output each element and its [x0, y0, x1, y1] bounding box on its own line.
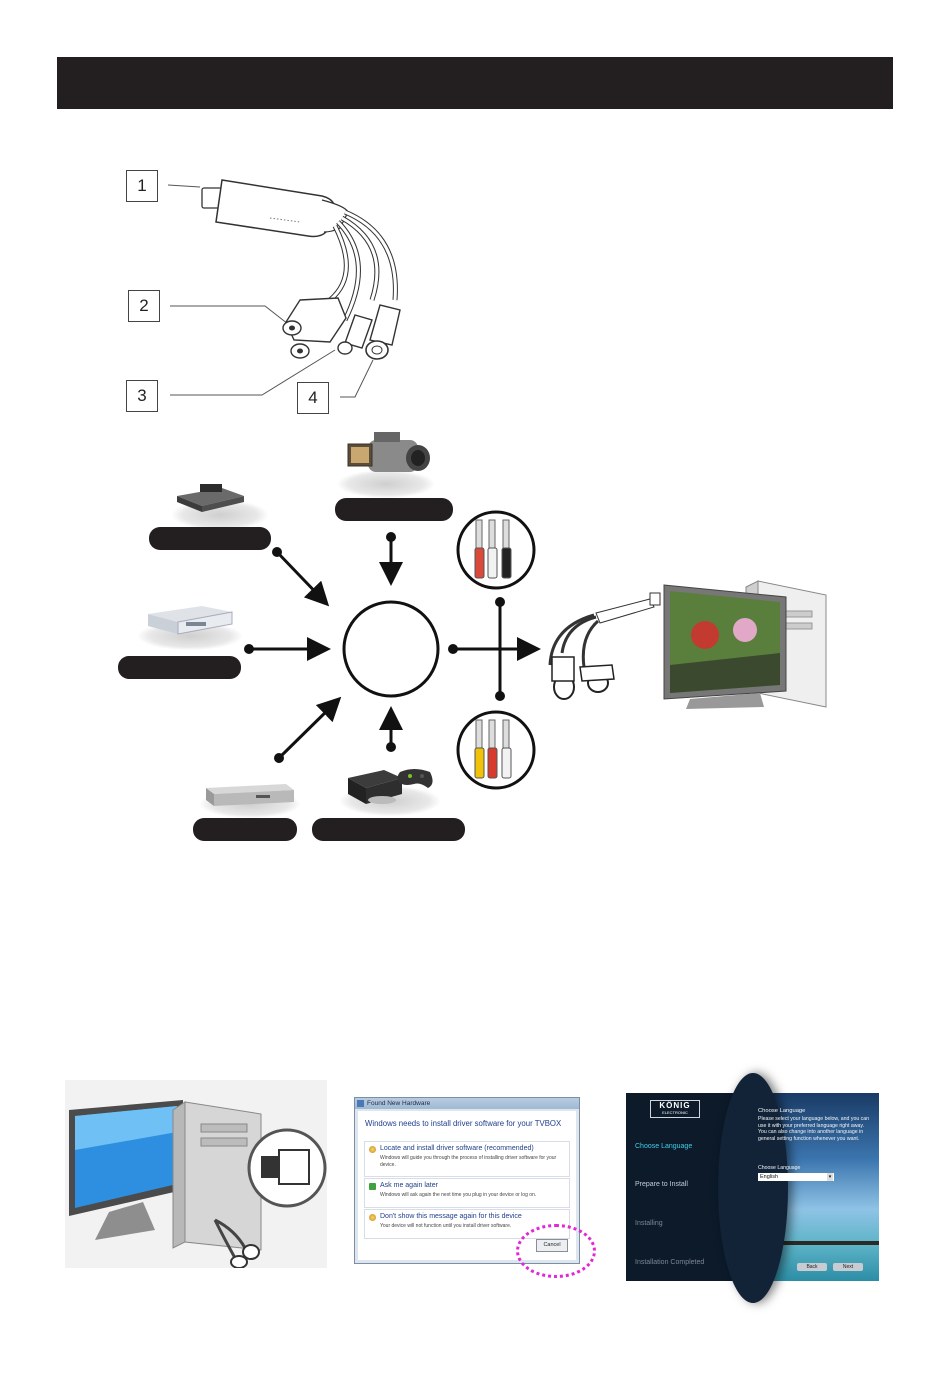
set-top-box-icon: [206, 784, 294, 806]
language-select[interactable]: English ▾: [758, 1173, 834, 1181]
option-desc: Your device will not function until you …: [380, 1223, 512, 1229]
game-console-label: [312, 818, 465, 841]
dialog-title: Found New Hardware: [367, 1100, 431, 1107]
selected-language: English: [760, 1174, 779, 1180]
step-installing[interactable]: Installing: [635, 1220, 663, 1227]
next-button[interactable]: Next: [833, 1263, 863, 1271]
callout-4: 4: [297, 382, 329, 414]
game-console-icon: [348, 769, 433, 804]
camcorder-icon: [347, 432, 430, 472]
installer-heading: Choose Language: [758, 1108, 806, 1114]
connection-diagram: [244, 510, 541, 790]
dialog-titlebar: Found New Hardware: [355, 1098, 579, 1109]
step-prepare-install[interactable]: Prepare to Install: [635, 1181, 688, 1188]
shield-icon: [369, 1146, 376, 1153]
dvd-player-icon: [148, 606, 233, 635]
option-desc: Windows will guide you through the proce…: [380, 1155, 557, 1168]
step-installation-completed[interactable]: Installation Completed: [635, 1259, 705, 1266]
installer-instructions: Please select your language below, and y…: [758, 1116, 870, 1142]
dvd-player-label: [118, 656, 241, 679]
found-new-hardware-dialog: Found New Hardware Windows needs to inst…: [354, 1097, 580, 1264]
installer-sidebar-arc: [718, 1073, 788, 1303]
option-locate-install[interactable]: Locate and install driver software (reco…: [364, 1141, 570, 1177]
camcorder-shadow: [338, 470, 434, 498]
option-ask-later[interactable]: Ask me again later Windows will ask agai…: [364, 1178, 570, 1208]
language-select-label: Choose Language: [758, 1165, 801, 1171]
hardware-icon: [357, 1100, 364, 1107]
konig-logo: KÖNIG ELECTRONIC: [650, 1100, 700, 1118]
shield-icon: [369, 1214, 376, 1221]
step-choose-language[interactable]: Choose Language: [635, 1143, 693, 1150]
installer-window: KÖNIG ELECTRONIC Choose Language Prepare…: [626, 1073, 879, 1303]
option-title: Ask me again later: [380, 1182, 438, 1189]
vcr-label: [149, 527, 271, 550]
usb-capture-cable-illustration: [167, 179, 401, 398]
cancel-highlight-ring: [516, 1224, 596, 1278]
dialog-heading: Windows needs to install driver software…: [365, 1119, 562, 1128]
section-header-bar: [57, 57, 893, 109]
pc-with-capture-cable-illustration: [548, 580, 827, 709]
option-desc: Windows will ask again the next time you…: [380, 1192, 537, 1198]
set-top-box-label: [193, 818, 297, 841]
pier-graphic: [748, 1241, 879, 1245]
back-button[interactable]: Back: [797, 1263, 827, 1271]
arrow-right-icon: [369, 1183, 376, 1190]
callout-3: 3: [126, 380, 158, 412]
callout-2: 2: [128, 290, 160, 322]
camcorder-label: [335, 498, 453, 521]
dialog-body: Windows needs to install driver software…: [358, 1111, 576, 1260]
pc-usb-connection-illustration: [65, 1080, 327, 1268]
chevron-down-icon: ▾: [827, 1173, 833, 1181]
option-dont-show[interactable]: Don't show this message again for this d…: [364, 1209, 570, 1239]
option-title: Locate and install driver software (reco…: [380, 1145, 534, 1152]
option-title: Don't show this message again for this d…: [380, 1213, 522, 1220]
callout-1: 1: [126, 170, 158, 202]
vcr-icon: [177, 484, 244, 512]
